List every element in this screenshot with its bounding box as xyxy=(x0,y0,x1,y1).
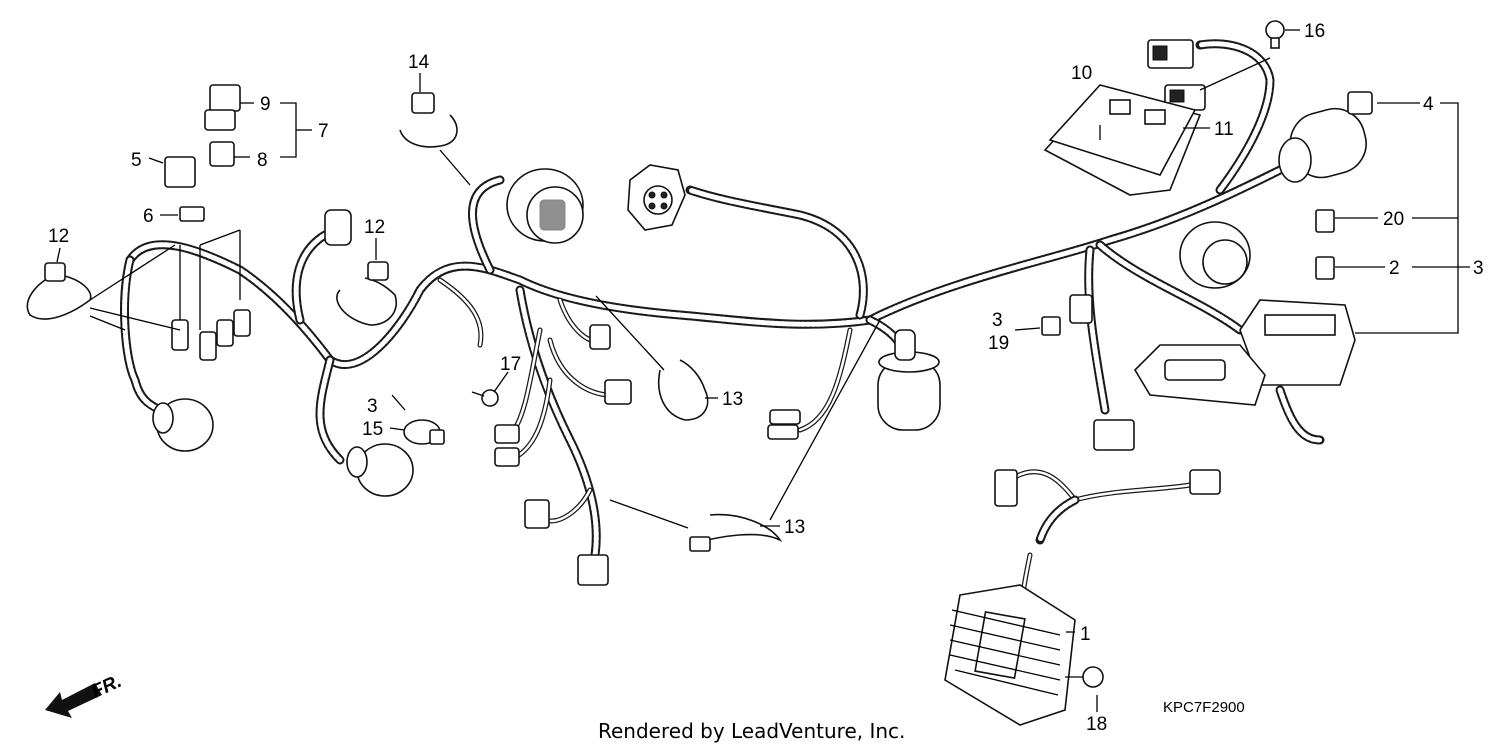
callout-20: 20 xyxy=(1383,209,1404,230)
clamp-12-left xyxy=(26,262,92,320)
connector-ecu-top xyxy=(1147,39,1206,111)
callout-3-right: 3 xyxy=(1473,258,1484,279)
callout-17: 17 xyxy=(500,354,521,375)
ecu-module xyxy=(1043,84,1202,196)
callout-3-left: 3 xyxy=(367,396,378,417)
fuse-20 xyxy=(1315,209,1335,233)
coil-lower-left xyxy=(152,398,214,452)
callout-7: 7 xyxy=(318,121,329,142)
connector-14 xyxy=(411,92,435,114)
credit-text: Rendered by LeadVenture, Inc. xyxy=(598,719,905,743)
bolt-18 xyxy=(1065,666,1104,688)
callout-13-lower: 13 xyxy=(784,517,805,538)
fuse-6 xyxy=(179,206,205,222)
coil-lower-middle xyxy=(346,443,414,497)
bolt-17 xyxy=(471,389,499,407)
callout-12-left: 12 xyxy=(48,226,69,247)
bolt-16 xyxy=(1265,20,1285,49)
connector-small-right xyxy=(994,294,1221,507)
callout-2: 2 xyxy=(1389,258,1400,279)
leader-lines xyxy=(56,29,1470,712)
relay-8 xyxy=(209,141,235,167)
relay-9 xyxy=(204,84,241,131)
callout-16: 16 xyxy=(1304,21,1325,42)
callout-15: 15 xyxy=(362,419,383,440)
callout-8: 8 xyxy=(257,150,268,171)
fuse-2 xyxy=(1315,256,1335,280)
connectors-left-cluster xyxy=(171,309,251,361)
ignition-coil-upper xyxy=(506,168,584,244)
clamp-12-mid xyxy=(336,261,397,326)
coil-center xyxy=(877,329,941,431)
callout-5: 5 xyxy=(131,150,142,171)
fuse-box xyxy=(1133,299,1356,406)
ignition-coil-right xyxy=(1179,221,1251,289)
callout-1: 1 xyxy=(1080,624,1091,645)
connector-small-middle xyxy=(324,209,801,586)
fuse-19 xyxy=(1041,316,1061,336)
clamp-14 xyxy=(399,114,458,148)
callout-3-middle: 3 xyxy=(992,310,1003,331)
diagram-code: KPC7F2900 xyxy=(1163,699,1245,716)
callout-10: 10 xyxy=(1071,63,1092,84)
callout-19: 19 xyxy=(988,333,1009,354)
connector-4 xyxy=(1347,91,1373,115)
callout-9: 9 xyxy=(260,94,271,115)
main-harness xyxy=(120,39,1325,560)
connector-hex-top xyxy=(627,164,686,231)
front-direction-arrow: FR. xyxy=(45,671,125,718)
band-13-upper xyxy=(658,359,709,421)
callout-12-middle: 12 xyxy=(364,217,385,238)
relay-5 xyxy=(164,156,196,188)
callout-14: 14 xyxy=(408,52,430,73)
callout-11: 11 xyxy=(1214,119,1234,140)
callout-13-upper: 13 xyxy=(722,389,743,410)
callout-6: 6 xyxy=(143,206,154,227)
horn-coil-top-right xyxy=(1278,107,1367,183)
regulator-rectifier xyxy=(944,584,1076,726)
band-13-lower xyxy=(689,513,783,552)
callout-4: 4 xyxy=(1423,94,1434,115)
callout-18: 18 xyxy=(1086,714,1107,735)
callout-numbers: 1 2 3 3 3 4 5 6 7 8 9 10 11 12 12 13 13 … xyxy=(48,21,1484,735)
clamp-15 xyxy=(403,419,445,445)
branch-wires xyxy=(437,277,1193,618)
